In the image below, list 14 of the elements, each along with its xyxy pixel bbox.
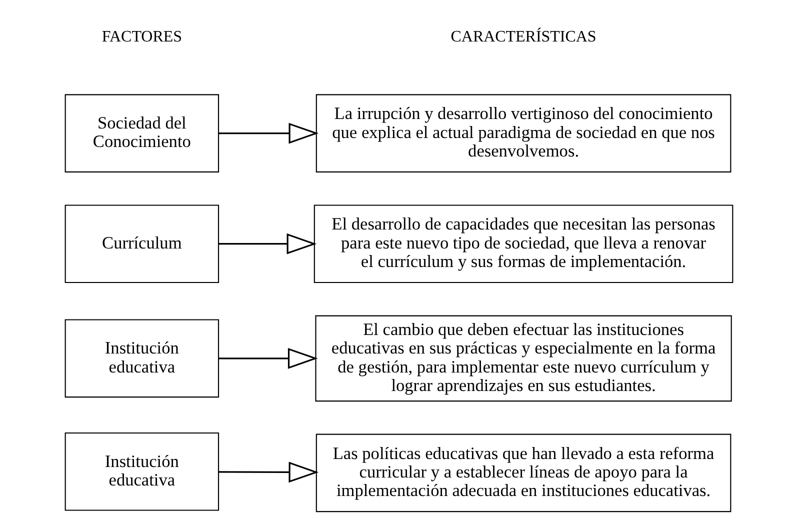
node-box: Institución educativa	[64, 432, 219, 511]
node-box: Las políticas educativas que han llevado a esta reforma curricular y a establecer líneas de apoyo para la implementación adecuada en instituciones educativas.	[315, 434, 731, 512]
label: FACTORES	[101, 28, 182, 46]
arrow	[218, 122, 318, 144]
node-box: Currículum	[64, 204, 219, 284]
node-box: Sociedad del Conocimiento	[64, 94, 219, 172]
node-box: La irrupción y desarrollo vertiginoso del conocimiento que explica el actual paradigma de sociedad en que nos desenvolvemos.	[315, 94, 731, 172]
arrow	[218, 462, 318, 483]
arrow	[218, 348, 318, 369]
label: CARACTERÍSTICAS	[450, 28, 596, 46]
node-box: El cambio que deben efectuar las instituciones educativas en sus prácticas y especialmente en la forma de gestión, para implementar este nuevo currículum y lograr aprendizajes en sus estudiantes.	[314, 315, 732, 402]
node-box: El desarrollo de capacidades que necesitan las personas para este nuevo tipo de sociedad, que lleva a renovar el currículum y sus formas de implementación.	[313, 204, 733, 284]
arrow	[218, 233, 316, 254]
node-box: Institución educativa	[64, 319, 219, 398]
